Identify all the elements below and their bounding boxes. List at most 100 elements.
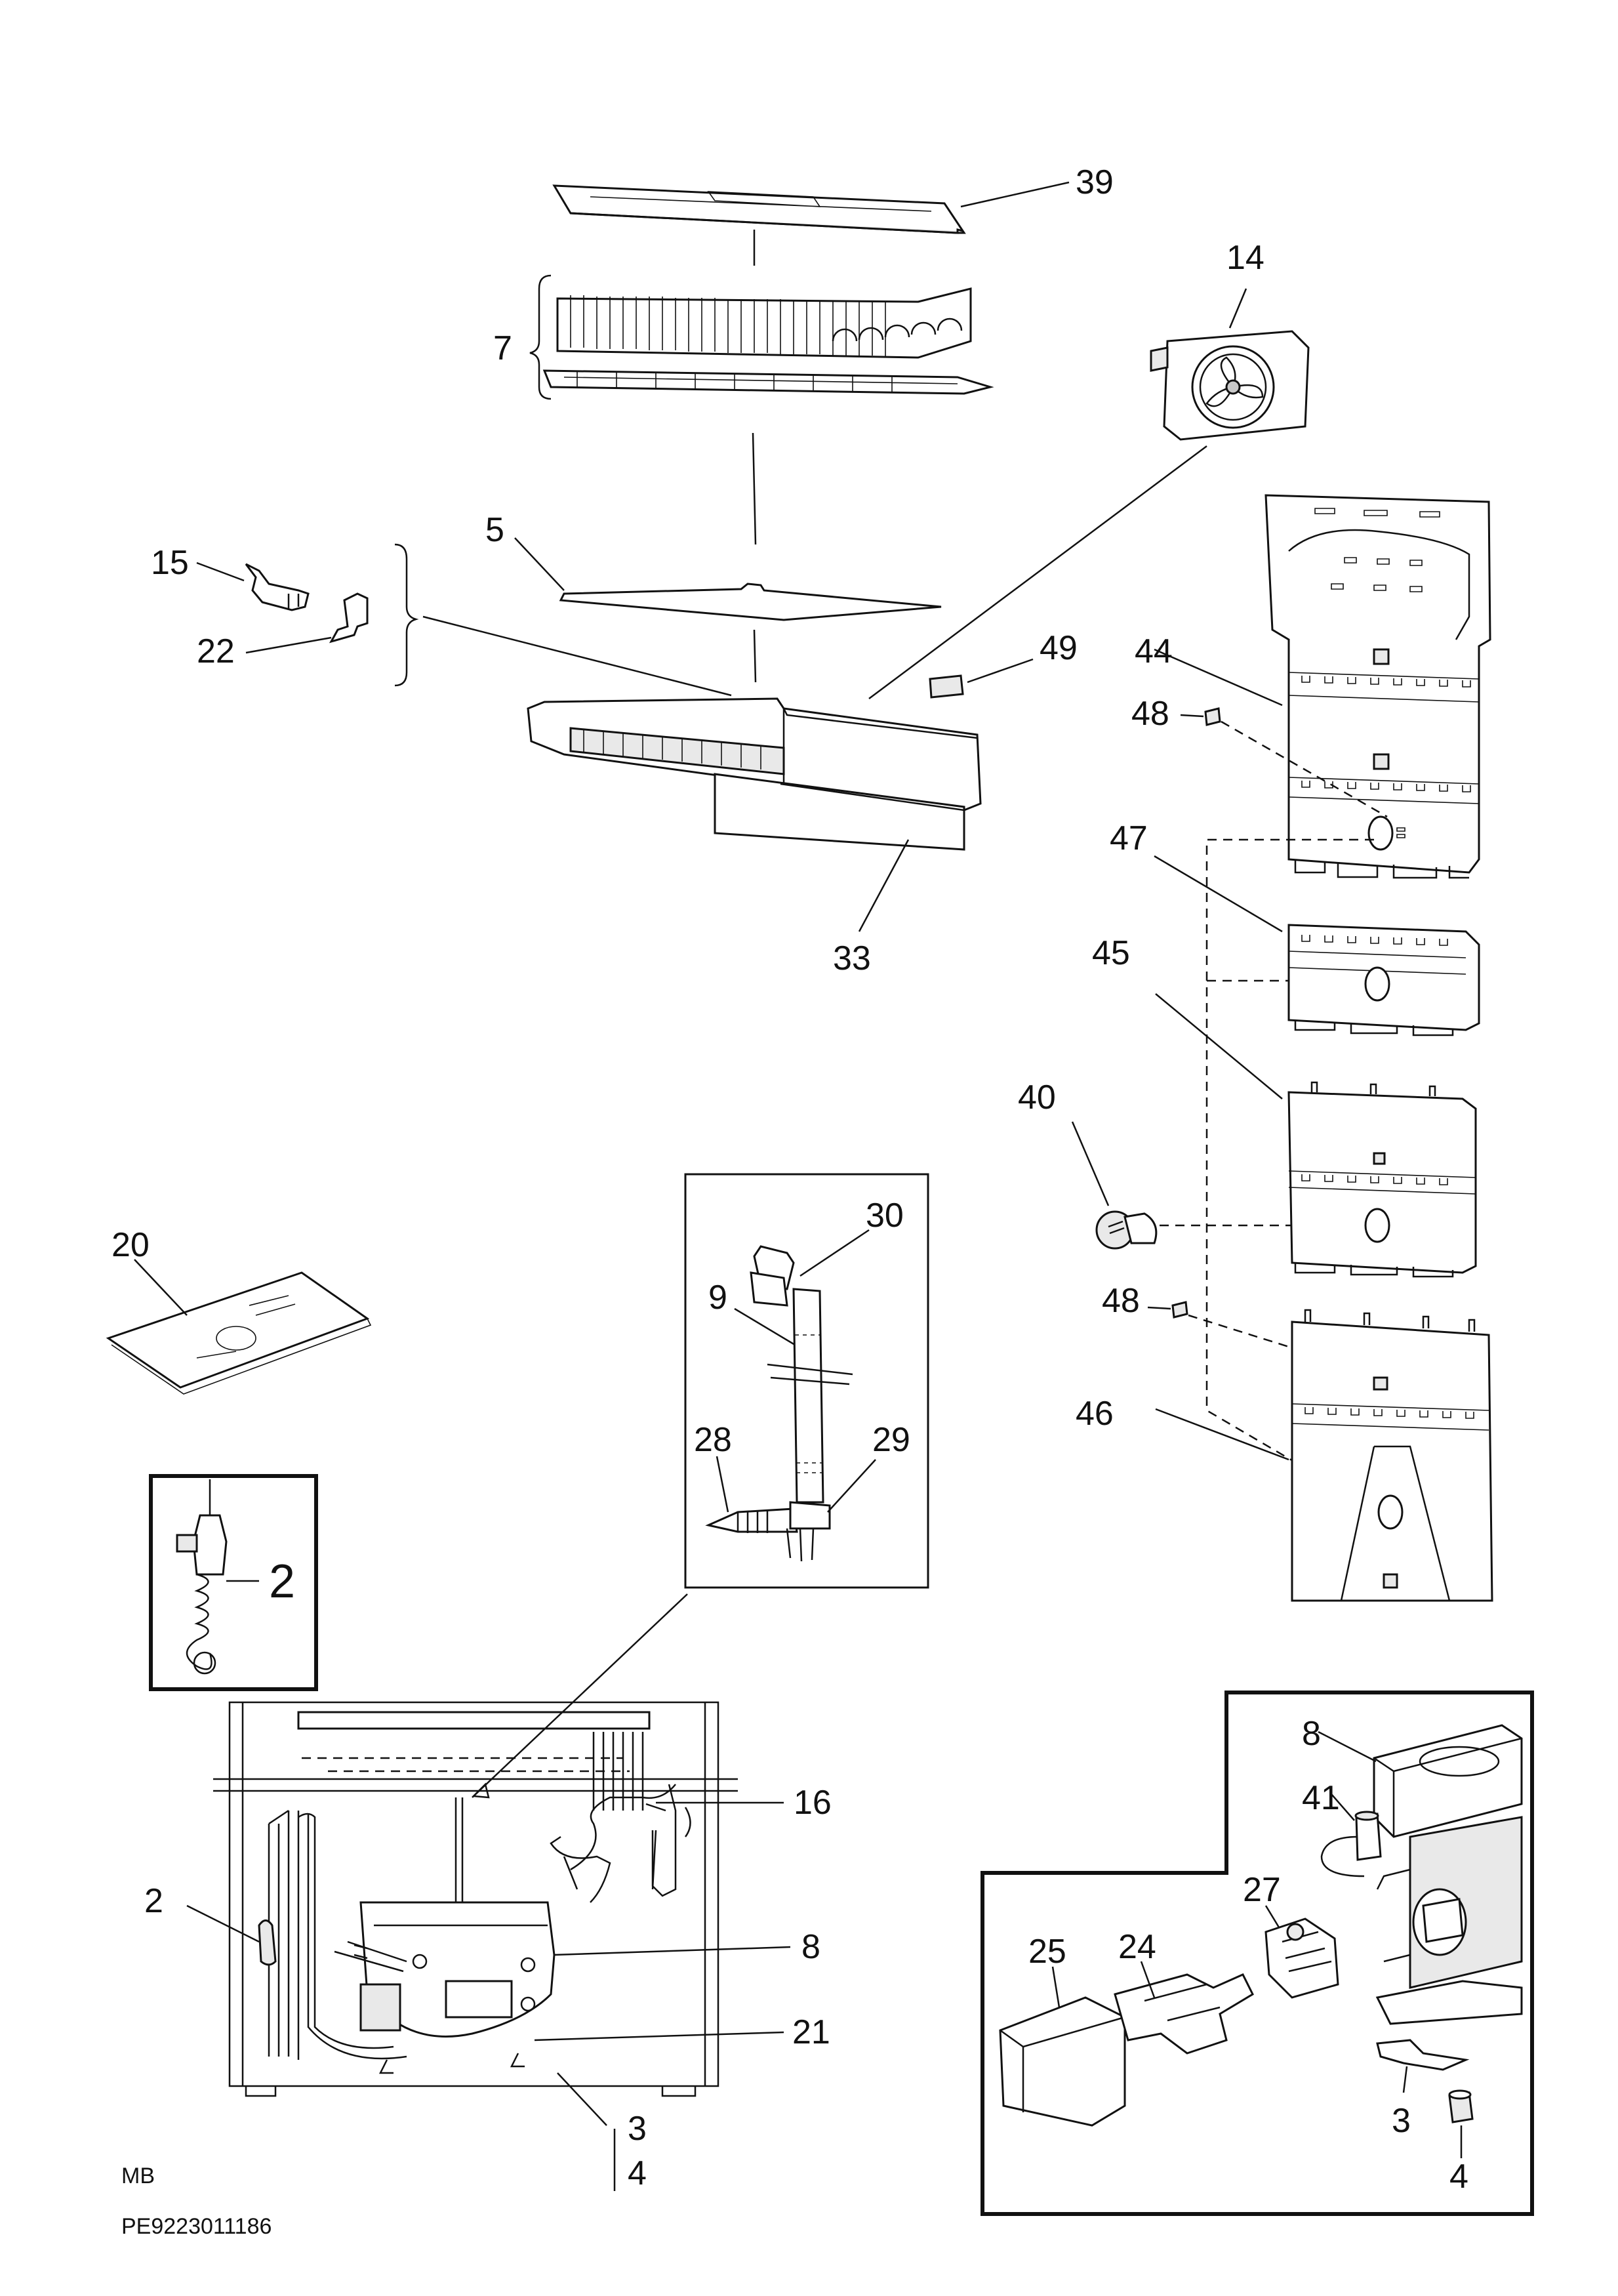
leader-49 (967, 658, 1034, 684)
label-28: 28 (694, 1421, 732, 1459)
leader-46 (1155, 1408, 1289, 1461)
inset-part-2 (149, 1474, 318, 1691)
label-44: 44 (1135, 632, 1173, 670)
leader-21 (534, 2031, 784, 2041)
inset-capillary-box (684, 1173, 929, 1589)
label-4: 4 (628, 2154, 647, 2192)
leader-30 (799, 1229, 870, 1277)
label-9: 9 (708, 1279, 727, 1317)
refrigerator-cabinet-rear (213, 1701, 738, 2097)
label-46: 46 (1076, 1395, 1114, 1433)
leader-box-to-cabinet (472, 1593, 688, 1798)
footer-code: MB (121, 2163, 155, 2188)
part-45-panel (1287, 1081, 1477, 1278)
label-2-inset: 2 (269, 1555, 295, 1608)
leader-24 (1140, 1961, 1156, 1998)
leader-brace (422, 615, 732, 697)
part-8-compressor (1373, 1724, 1523, 2025)
part-48-clip-lower (1171, 1301, 1188, 1319)
leader-45 (1155, 993, 1283, 1099)
leader-9 (734, 1307, 796, 1346)
label-29: 29 (872, 1421, 910, 1459)
label-16: 16 (794, 1784, 832, 1822)
part-46-panel (1291, 1309, 1493, 1602)
label-48-lower: 48 (1102, 1282, 1140, 1320)
label-48-top: 48 (1131, 695, 1169, 733)
leader-44 (1154, 648, 1283, 707)
part-15-clip (245, 563, 310, 611)
leader-8 (554, 1946, 791, 1956)
leader-20 (134, 1259, 188, 1316)
arrowhead (472, 1782, 490, 1799)
part-24-overload (1114, 1973, 1254, 2055)
leader-29 (827, 1459, 876, 1513)
part-39-evaporator-cover (552, 184, 966, 266)
inset-compressor (981, 1691, 1534, 2216)
part-3-bracket-inset (1376, 2039, 1470, 2071)
part-33-evaporator-housing (527, 697, 982, 851)
label-22: 22 (197, 632, 235, 670)
leader-48b (1147, 1306, 1171, 1310)
label-4-inset: 4 (1449, 2158, 1468, 2196)
leader-25 (1051, 1966, 1061, 2008)
leader-3-inset (1402, 2066, 1408, 2093)
label-25: 25 (1028, 1933, 1066, 1971)
leader-8-inset (1318, 1731, 1377, 1763)
part-30-tube-joint (750, 1245, 795, 1307)
label-5: 5 (485, 511, 504, 549)
part-28-drier (705, 1507, 798, 1533)
part-48-clip-top (1204, 707, 1221, 726)
leader-39 (960, 181, 1070, 208)
label-3-inset: 3 (1392, 2102, 1411, 2140)
part-47-panel (1287, 924, 1480, 1036)
part-2-bulb-inset (176, 1479, 228, 1675)
label-2: 2 (144, 1882, 163, 1920)
leader-40 (1071, 1121, 1110, 1206)
part-29-tube-joint (786, 1501, 831, 1562)
part-40-thermostat-knob (1095, 1210, 1158, 1250)
part-41-capacitor (1320, 1811, 1382, 1877)
label-20: 20 (111, 1226, 150, 1264)
label-33: 33 (833, 939, 871, 977)
part-49-label (929, 674, 964, 699)
part-20-user-manual (106, 1271, 372, 1395)
label-40: 40 (1018, 1078, 1056, 1117)
footer-part-number: PE9223011186 (121, 2214, 272, 2239)
label-30: 30 (866, 1197, 904, 1235)
brace-15-22 (394, 543, 419, 687)
part-4-grommet-inset (1448, 2089, 1474, 2123)
leader-41 (1331, 1794, 1355, 1821)
leader-48a (1180, 714, 1204, 718)
leader-47 (1154, 855, 1283, 933)
label-39: 39 (1076, 163, 1114, 201)
label-21: 21 (792, 2013, 830, 2051)
part-22-bracket (329, 592, 369, 644)
part-5-divider-plate (559, 583, 942, 683)
part-44-rear-panel (1264, 494, 1491, 879)
leader-14 (1228, 288, 1247, 329)
part-9-tube (767, 1288, 853, 1504)
leader-33 (858, 839, 910, 932)
label-3: 3 (628, 2110, 647, 2148)
part-27-relay (1264, 1917, 1339, 1999)
label-8: 8 (801, 1928, 820, 1966)
leader-3-4 (557, 2072, 607, 2126)
brace-7 (529, 274, 552, 400)
leader-2 (186, 1904, 260, 1943)
label-7: 7 (493, 329, 512, 367)
leader-15 (196, 562, 245, 582)
label-45: 45 (1092, 934, 1130, 972)
label-41: 41 (1302, 1779, 1340, 1817)
part-14-fan (868, 330, 1310, 700)
label-49: 49 (1040, 629, 1078, 667)
leader-28 (716, 1456, 729, 1513)
leader-5 (514, 537, 565, 591)
label-8-inset: 8 (1302, 1715, 1321, 1753)
label-27: 27 (1243, 1871, 1281, 1909)
label-47: 47 (1110, 819, 1148, 857)
label-15: 15 (151, 544, 189, 582)
leader-22 (245, 636, 332, 654)
part-7-evaporator-coil (529, 274, 994, 545)
leader-27 (1264, 1905, 1280, 1928)
